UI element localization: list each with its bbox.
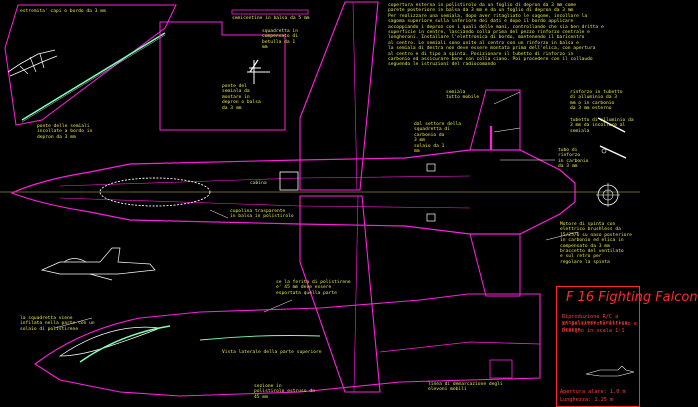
spar-strip	[231, 9, 309, 15]
servo-upper	[426, 163, 436, 172]
f16-silhouette	[40, 247, 156, 281]
note-instructions: copertura esterna in polistirolo da un f…	[388, 3, 604, 68]
fuselage-outline	[10, 149, 576, 235]
panel-thumbnail	[585, 365, 635, 377]
note-canopy: cupolina trasparente in balsa in polisti…	[230, 209, 294, 220]
canopy-outline	[99, 177, 211, 207]
spec-length: Lunghezza: 1.25 m	[560, 397, 614, 403]
label-cabin: cabina	[250, 181, 267, 186]
drawing-title: F 16 Fighting Falcon	[566, 290, 698, 305]
note-foam-section: sezione in polistirolo estruso da 45 mm	[254, 384, 315, 400]
note-wing-bridge: ponte del semiala da montare in depron o…	[222, 84, 261, 111]
note-reinforcement: rinforzo in tubetto di alluminio da 3 mm…	[570, 90, 623, 112]
rod-details	[597, 117, 627, 159]
wingtip-strip-panel	[4, 4, 177, 126]
side-canopy-line	[79, 325, 171, 363]
note-motor: Motore di spinta con elettrico brushless…	[560, 222, 632, 265]
panel-line-1: Riproduzione R/C a propulsione elettrica	[562, 314, 628, 327]
spec-wingspan: Apertura alare: 1.0 m	[560, 389, 626, 395]
note-all-moving-stab: semiala tutto mobile	[446, 90, 480, 101]
servo-lower	[426, 213, 436, 222]
note-foam-depth: se la ferita di polistirene e' 45 mm dev…	[276, 280, 351, 296]
note-wingtip: estremita' capi o bordo da 3 mm	[20, 9, 106, 14]
wingtip-strip	[21, 32, 166, 121]
note-carbon-tube: tubo di rinforzo in carbonio da 3 mm	[558, 148, 589, 170]
note-horn-carbon: dal settore della squadretta di carbonio…	[414, 122, 462, 155]
upper-wing-panel	[159, 21, 286, 131]
lower-wing	[299, 195, 381, 393]
panel-line-3: Disegno in scala 1:1	[562, 328, 625, 334]
note-side-view: Vista laterale della parte superiore	[222, 350, 322, 355]
stabilizer-upper	[469, 89, 521, 151]
upper-wing	[299, 1, 379, 191]
leader-lines	[54, 91, 579, 329]
side-view-fuselage	[34, 293, 541, 397]
cockpit-box	[279, 171, 299, 191]
note-elevon-line: linea di demarcazione degli elevoni mobi…	[428, 382, 503, 393]
note-horn: squadretta in compensato di betulla da 1…	[262, 29, 298, 51]
drawing-layer	[0, 1, 640, 397]
note-half-ribs: semicentine in balsa da 5 mm	[232, 16, 310, 21]
panel-line-2: in polistirolo estruso e depron	[562, 321, 637, 334]
note-alu-tube: tubetto di alluminio da 3 mm da incollar…	[570, 118, 634, 134]
stabilizer-lower	[469, 233, 521, 297]
wingtip-detail-sketch	[7, 49, 58, 77]
note-wing-joint: ponte delle semiali incollate a bordo in…	[37, 124, 93, 140]
note-horn-insert: la squadretta viene infilata nella parte…	[20, 316, 95, 332]
nozzle-detail	[596, 183, 620, 207]
